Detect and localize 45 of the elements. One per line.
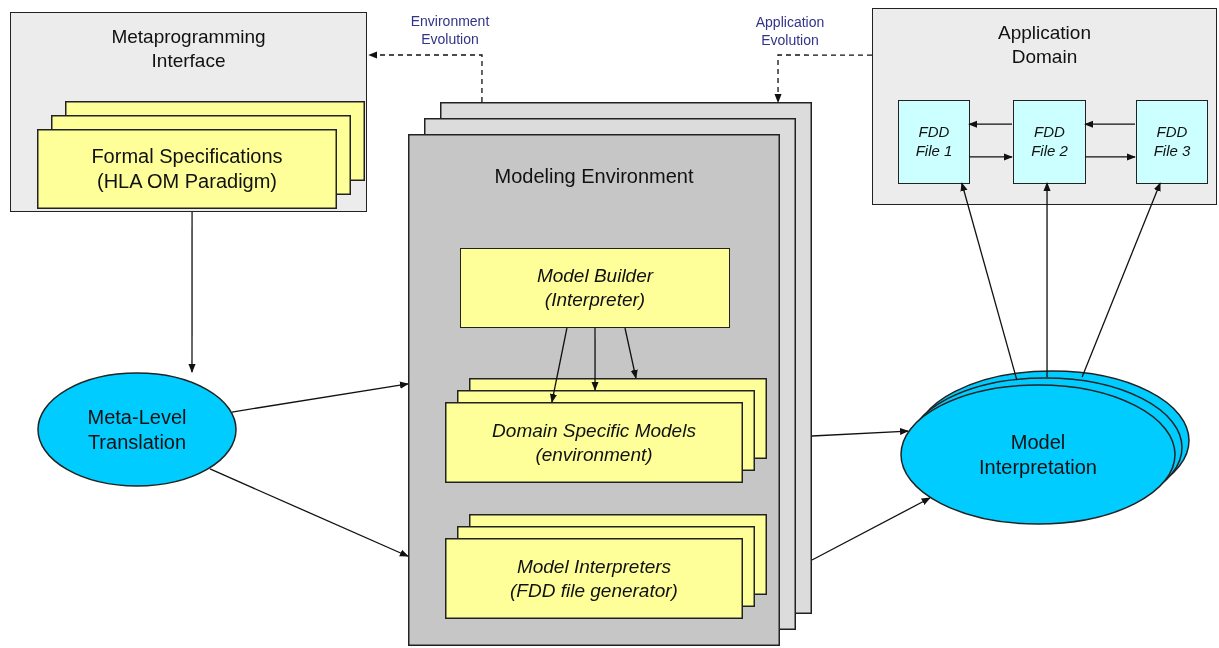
file-box: [1136, 100, 1208, 184]
node-title: Formal Specifications: [91, 144, 283, 169]
node-title: Application Domain: [997, 21, 1092, 69]
stacked-box: [408, 102, 812, 646]
node-title: Metaprogramming Interface: [110, 25, 267, 73]
arrow: [811, 497, 931, 561]
stacked-box: [37, 101, 365, 209]
stacked-box: [445, 514, 767, 619]
arrow: [1084, 120, 1136, 128]
arrow: [811, 427, 909, 437]
dashed-arrow: [774, 54, 873, 103]
arrow: [231, 381, 409, 413]
node-subtitle: (HLA OM Paradigm): [96, 169, 278, 194]
node-title: Meta-Level Translation: [86, 404, 188, 455]
panel-box: [872, 8, 1217, 205]
node-title: FDD File 1: [914, 123, 954, 161]
arrow: [209, 468, 409, 557]
file-box: [898, 100, 970, 184]
dashed-arrow: [368, 51, 483, 103]
node-title: Model Interpretation: [978, 429, 1098, 480]
arrow: [968, 120, 1013, 128]
arrow: [188, 211, 196, 373]
node-title: Modeling Environment: [494, 164, 694, 189]
node-title: FDD File 3: [1152, 123, 1192, 161]
node-subtitle: (FDD file generator): [510, 578, 678, 603]
arrow: [960, 182, 1018, 381]
process-ellipse: [37, 372, 237, 487]
node-title: Domain Specific Models: [492, 418, 696, 443]
arrow: [624, 327, 638, 379]
node-title: Model Interpreters: [516, 554, 672, 579]
arrow: [1043, 182, 1051, 378]
node-title: FDD File 2: [1030, 123, 1069, 161]
arrow: [1084, 153, 1136, 161]
node-title: Model Builder: [536, 264, 654, 288]
process-ellipse: [900, 370, 1190, 525]
arrow: [591, 327, 599, 391]
arrow: [550, 327, 568, 403]
node-subtitle: (environment): [535, 442, 653, 467]
arrow: [1081, 182, 1161, 378]
file-box: [1013, 100, 1086, 184]
panel-box: [10, 12, 367, 212]
node-subtitle: (Interpreter): [544, 288, 646, 312]
process-box: [460, 248, 730, 328]
arrow: [968, 153, 1013, 161]
stacked-box: [445, 378, 767, 483]
